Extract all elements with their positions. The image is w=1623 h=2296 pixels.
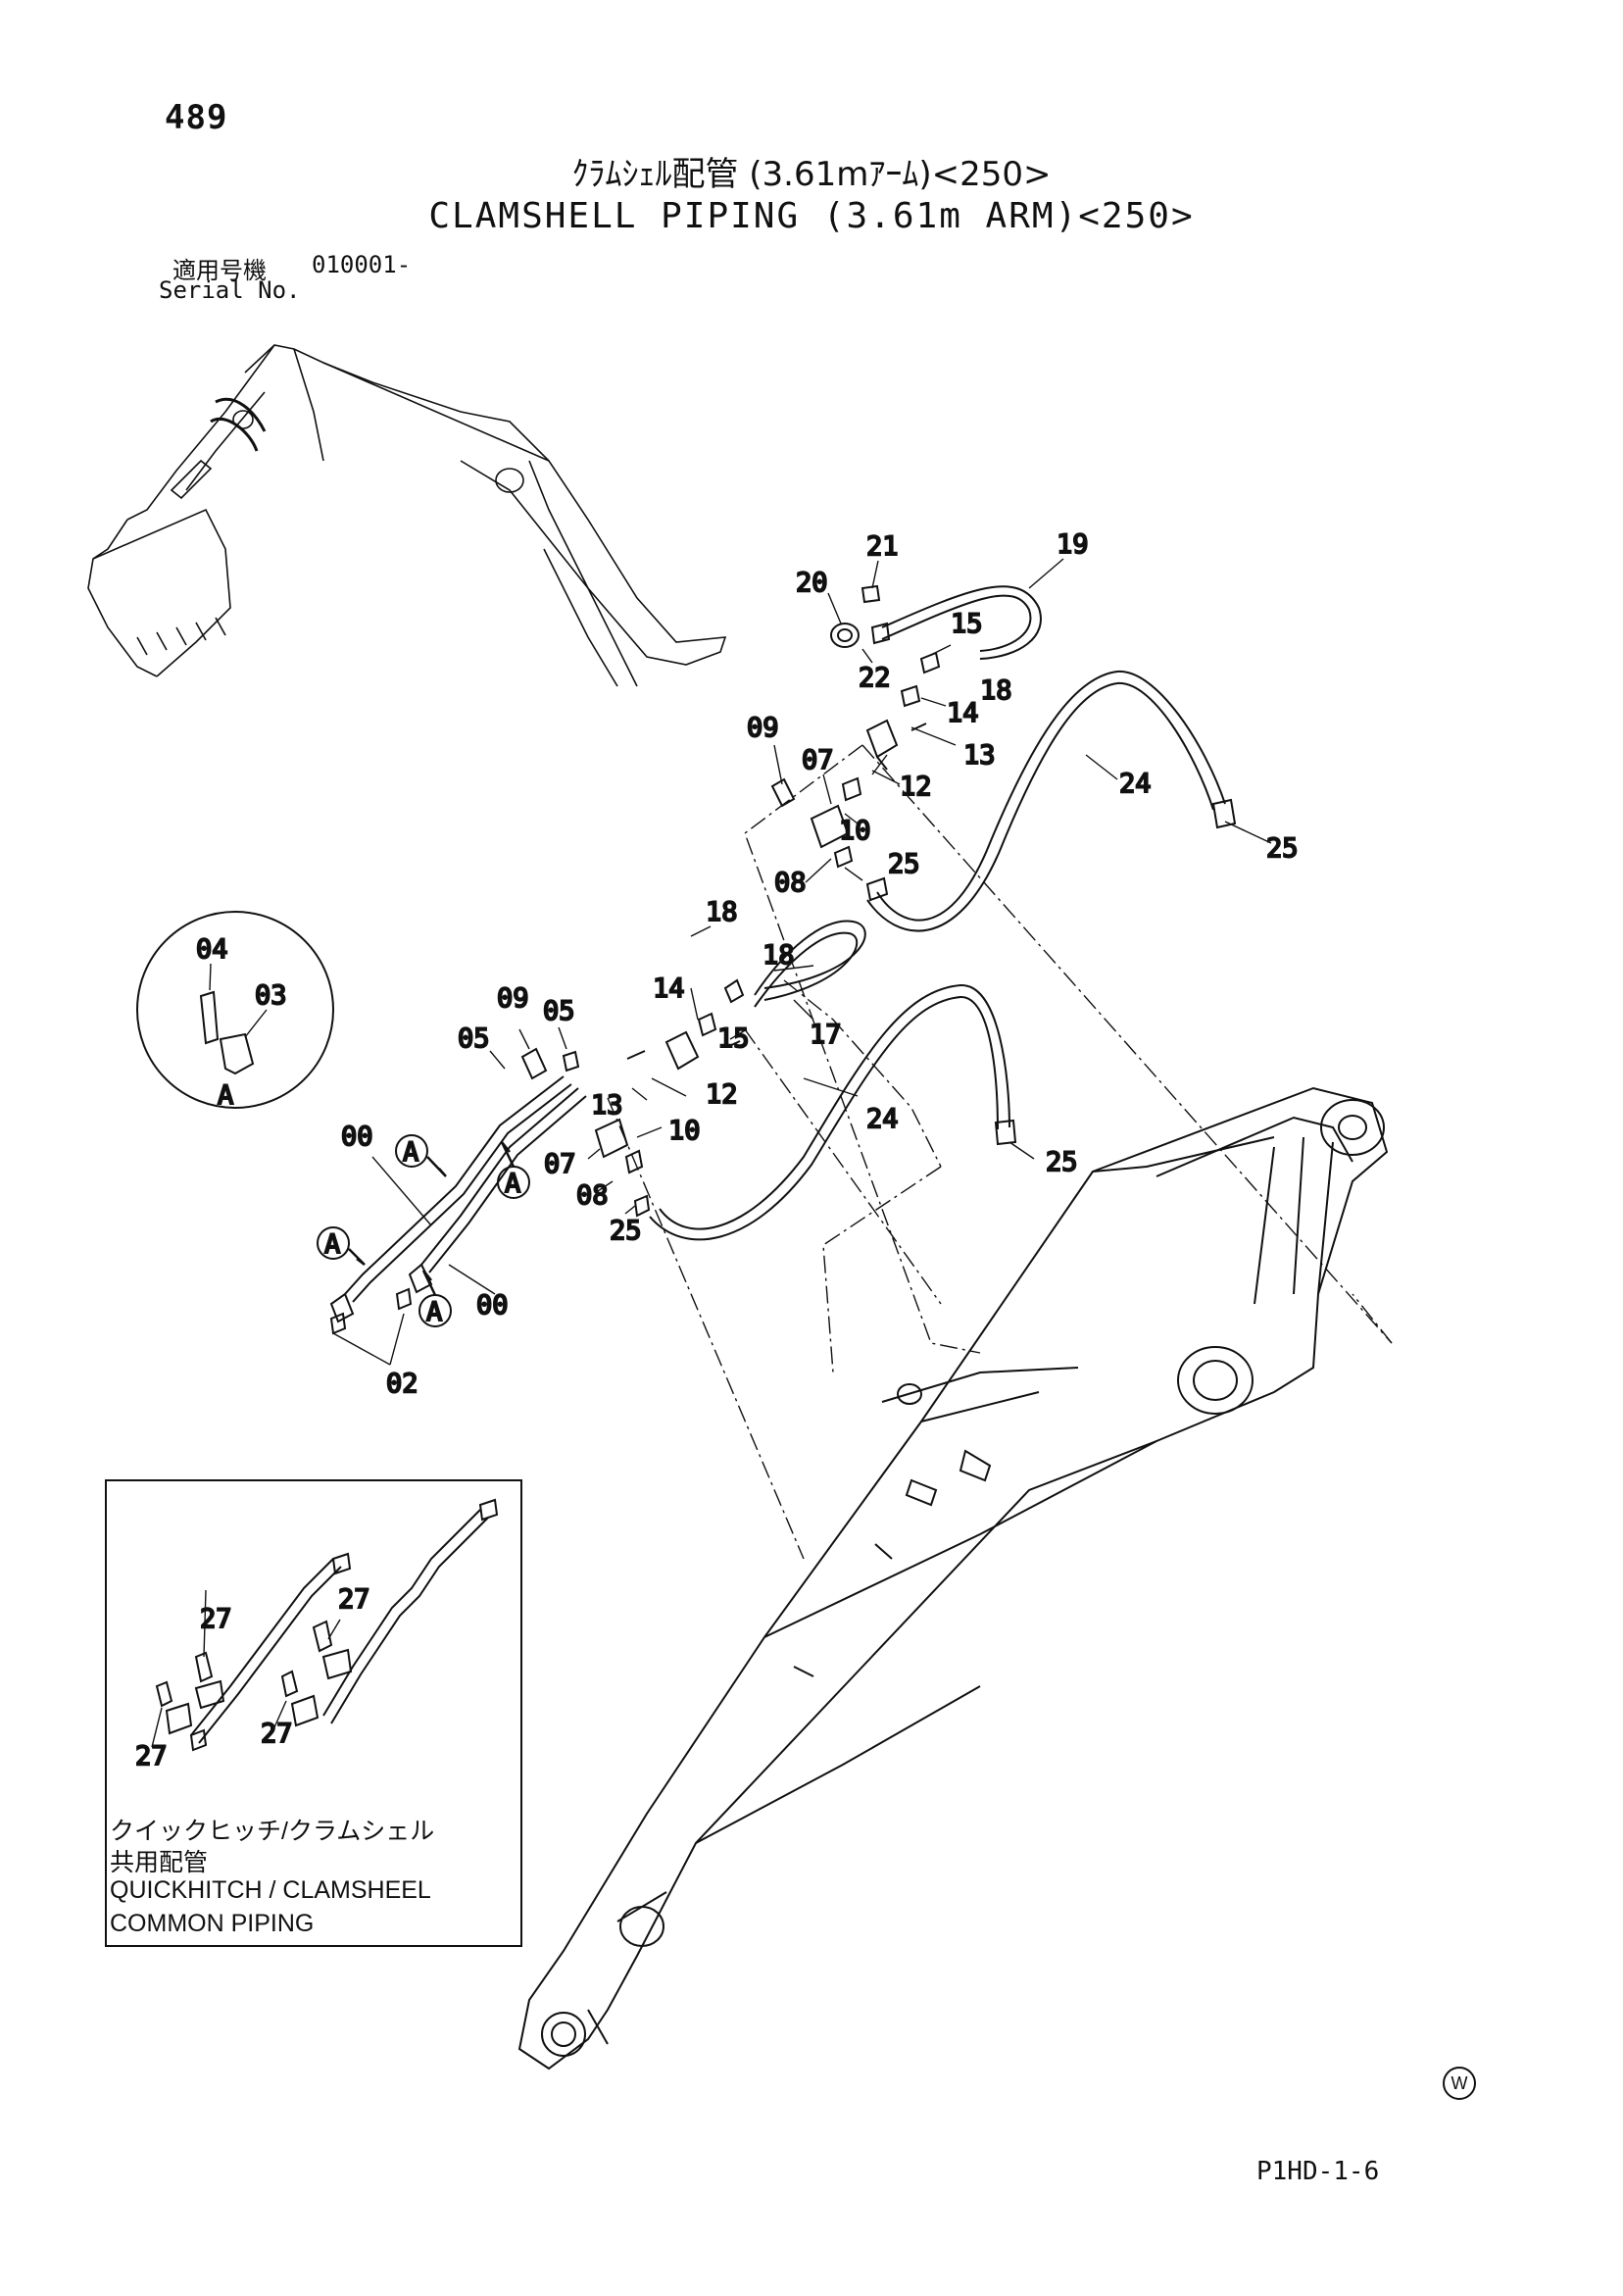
callout-08: 08 [774,868,807,898]
hose-24-lower [649,983,1017,1241]
serial-label-english: Serial No. [159,276,301,304]
callout-27: 27 [135,1741,168,1772]
common-piping-inset [105,1479,522,1947]
inset-caption-line-3: QUICKHITCH / CLAMSHEEL [110,1876,431,1904]
callout-24: 24 [866,1104,899,1134]
callout-13: 13 [591,1090,623,1121]
upper-hose-assembly [830,584,1042,771]
callout-21: 21 [866,531,899,562]
view-marker-a: A [505,1169,520,1199]
callout-08: 08 [576,1180,609,1211]
view-a-markers [317,1134,530,1327]
title-japanese: ｸﾗﾑｼｪﾙ配管 (3.61mｱｰﾑ)<250> [571,155,1052,194]
callout-14: 14 [947,698,979,728]
callout-27: 27 [338,1584,370,1615]
callout-leader-lines [151,558,1272,1748]
callout-24: 24 [1119,769,1152,799]
callout-18: 18 [706,897,738,927]
title-english: CLAMSHELL PIPING (3.61m ARM)<250> [428,196,1195,236]
pipes-00-and-connectors-02 [329,1075,587,1335]
callout-27: 27 [200,1604,232,1634]
lower-hose-assembly-17 [626,920,866,1071]
callout-05: 05 [543,996,575,1026]
callout-00: 00 [341,1122,373,1152]
callout-12: 12 [706,1079,738,1110]
callout-25: 25 [1266,833,1299,864]
page-number: 489 [165,98,228,137]
callout-03: 03 [255,980,287,1011]
detail-view-label: A [218,1080,233,1111]
middle-block-assembly [770,776,889,902]
arm-structure-outline [517,1086,1389,2071]
w-circle-mark: W [1443,2067,1476,2100]
callout-12: 12 [900,772,932,802]
machine-overview-sketch [87,344,727,687]
callout-07: 07 [544,1149,576,1179]
callout-25: 25 [888,849,920,879]
callout-09: 09 [747,713,779,743]
callout-19: 19 [1057,529,1089,560]
inset-caption-line-1: クイックヒッチ/クラムシェル [110,1818,435,1845]
view-marker-a: A [324,1229,340,1260]
callout-25: 25 [610,1216,642,1246]
detail-view-a [136,911,334,1109]
callout-10: 10 [839,816,871,846]
serial-number-value: 010001- [312,251,412,278]
callout-14: 14 [653,973,685,1004]
lower-block-assembly [520,1047,651,1218]
callout-18: 18 [980,675,1012,706]
callout-10: 10 [668,1116,701,1146]
callout-00: 00 [476,1290,509,1321]
callout-20: 20 [796,568,828,598]
callout-18: 18 [762,940,795,971]
callout-04: 04 [196,934,228,965]
callout-27: 27 [261,1719,293,1749]
assembly-reference-lines [607,744,1393,1560]
callout-09: 09 [497,983,529,1014]
callout-05: 05 [458,1023,490,1054]
serial-label-japanese: 適用号機 [172,257,267,284]
callout-17: 17 [810,1020,842,1050]
callout-02: 02 [386,1369,418,1399]
view-marker-a: A [403,1137,418,1168]
view-marker-a: A [426,1297,442,1327]
callout-25: 25 [1046,1147,1078,1177]
callout-13: 13 [963,740,996,771]
hose-24-upper [866,670,1237,932]
callout-22: 22 [859,663,891,693]
callout-07: 07 [802,745,834,775]
callout-15: 15 [717,1023,750,1054]
callout-15: 15 [951,609,983,639]
inset-caption-line-2: 共用配管 [110,1849,209,1876]
figure-code: P1HD-1-6 [1256,2157,1380,2186]
inset-caption-line-4: COMMON PIPING [110,1910,315,1937]
